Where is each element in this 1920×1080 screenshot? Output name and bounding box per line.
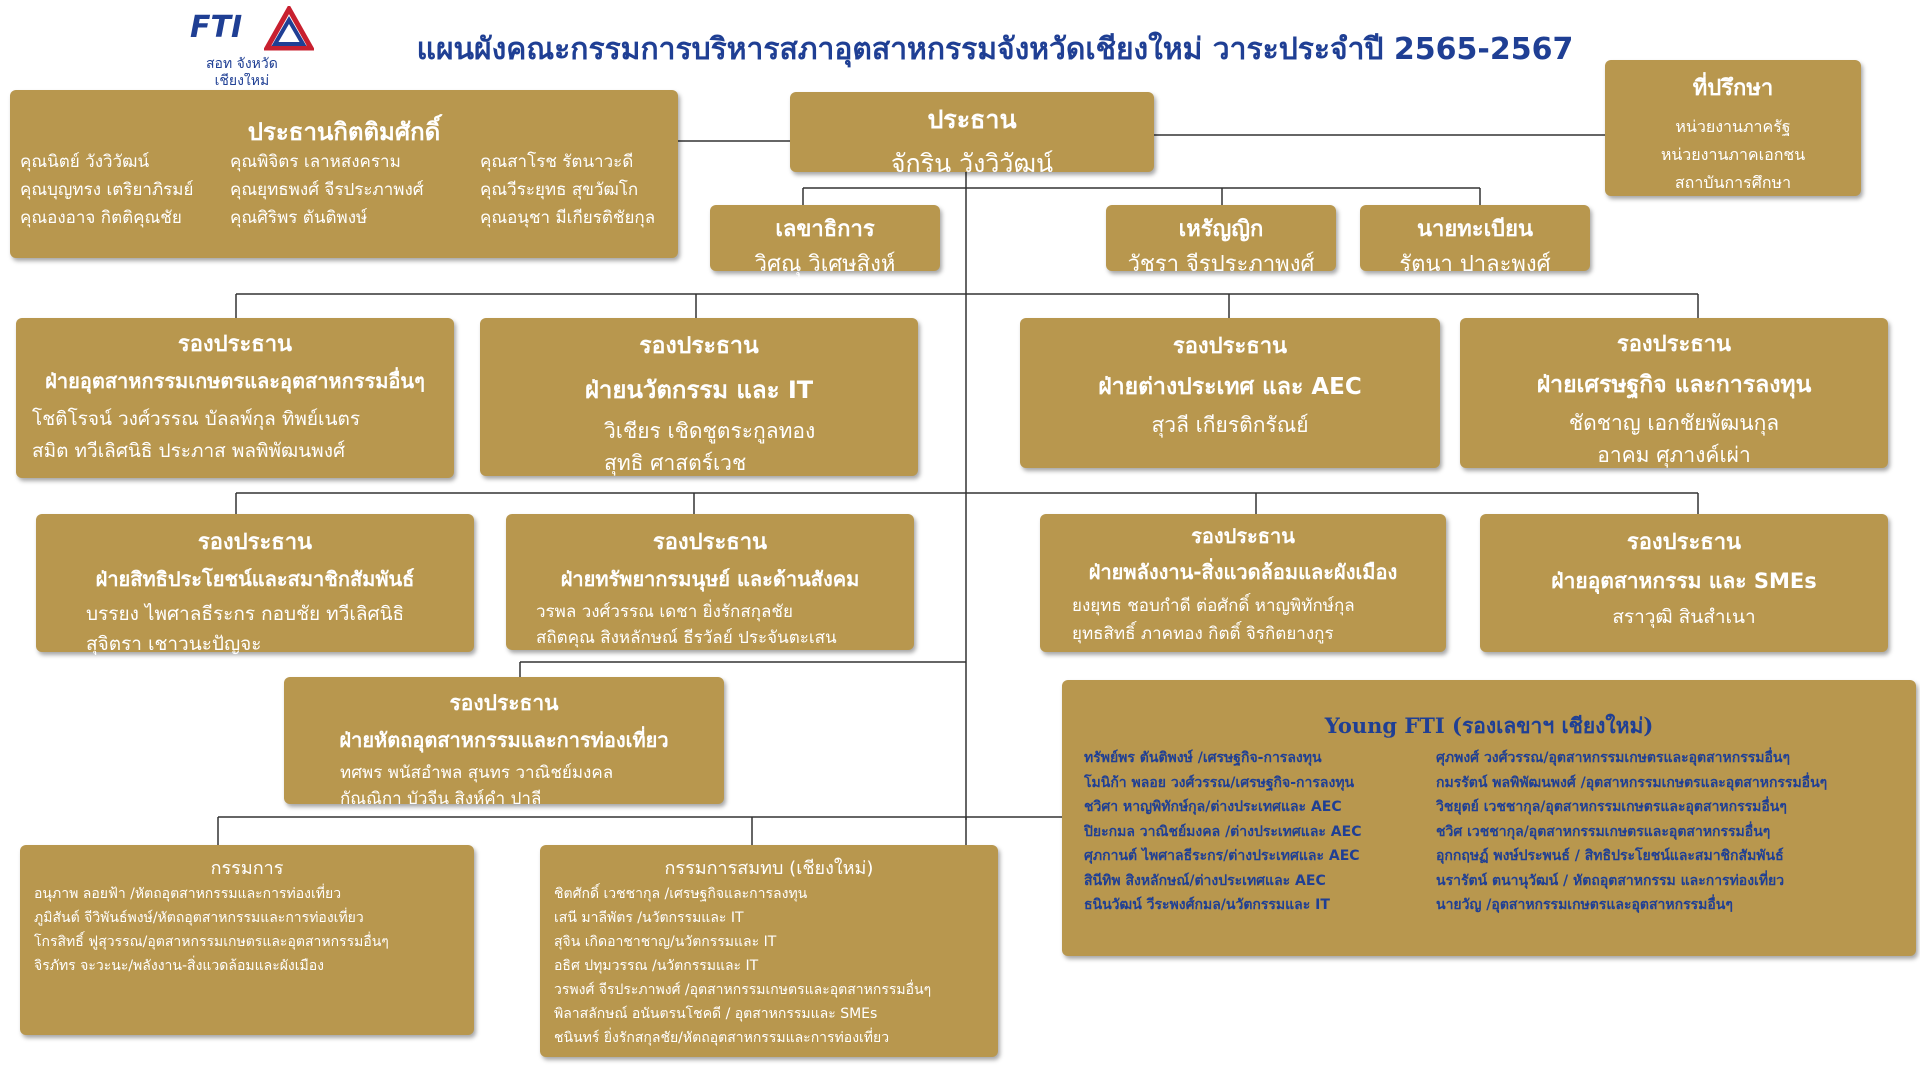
vp-handicraft-tourism-box: รองประธาน ฝ่ายหัตถอุตสาหกรรมและการท่องเท… [284,677,724,809]
president-box: ประธาน จักริน วังวิวัฒน์ [790,92,1154,178]
vp-department: ฝ่ายทรัพยากรมนุษย์ และด้านสังคม [560,567,860,591]
honorary-col-1: คุณนิตย์ วังวิวัฒน์ คุณบุญทรง เตริยาภิรม… [20,152,194,228]
logo-brand: FTI [190,10,243,45]
young-fti-title: Young FTI (รองเลขาฯ เชียงใหม่) [1324,713,1654,738]
vp-title: รองประธาน [652,530,768,555]
vp-members: วรพล วงศ์วรรณ เดชา ยิ่งรักสกุลชัย สถิตคุ… [536,602,837,648]
vp-members: สราวุฒิ สินสำเนา [1612,606,1756,628]
vp-members: บรรยง ไพศาลธีระกร กอบชัย ทวีเลิศนิธิ สุจ… [86,603,405,655]
vp-innovation-it-box: รองประธาน ฝ่ายนวัตกรรม และ IT วิเชียร เช… [480,318,918,476]
vp-foreign-aec-box: รองประธาน ฝ่ายต่างประเทศ และ AEC สุวลี เ… [1020,318,1440,468]
vp-economy-investment-box: รองประธาน ฝ่ายเศรษฐกิจ และการลงทุน ชัดชา… [1460,318,1888,468]
vp-title: รองประธาน [177,332,293,357]
vp-department: ฝ่ายอุตสาหกรรมเกษตรและอุตสาหกรรมอื่นๆ [45,369,425,393]
fti-triangle-icon [264,6,314,51]
secretary-box: เลขาธิการ วิศณุ วิเศษสิงห์ [710,205,940,277]
vp-members: วิเชียร เชิดชูตระกูลทอง สุทธิ ศาสตร์เวช [604,419,816,475]
vp-member-relations-box: รองประธาน ฝ่ายสิทธิประโยชน์และสมาชิกสัมพ… [36,514,474,655]
honorary-col-3: คุณสาโรช รัตนาวะดี คุณวีระยุทธ สุขวัฒโก … [480,152,656,228]
advisor-box: ที่ปรึกษา หน่วยงานภาครัฐ หน่วยงานภาคเอกช… [1605,60,1861,196]
associate-committee-box: กรรมการสมทบ (เชียงใหม่) ชิตศักดิ์ เวชชาก… [540,845,998,1057]
treasurer-title: เหรัญญิก [1178,217,1264,242]
vp-members: ชัดชาญ เอกชัยพัฒนกุล อาคม ศุภางค์เผ่า [1568,411,1780,467]
vp-title: รองประธาน [1626,530,1742,555]
honorary-president-box: ประธานกิตติมศักดิ์ คุณนิตย์ วังวิวัฒน์ ค… [10,90,678,258]
young-fti-box: Young FTI (รองเลขาฯ เชียงใหม่) ทรัพย์พร … [1062,680,1916,956]
fti-logo: FTI สอท จังหวัด เชียงใหม่ [186,2,316,90]
vp-members: สุวลี เกียรติกรัณย์ [1151,413,1309,437]
vp-department: ฝ่ายเศรษฐกิจ และการลงทุน [1536,372,1812,398]
president-title: ประธาน [927,105,1017,134]
vp-title: รองประธาน [1191,524,1295,548]
vp-agro-industry-box: รองประธาน ฝ่ายอุตสาหกรรมเกษตรและอุตสาหกร… [16,318,454,478]
vp-title: รองประธาน [1616,332,1732,357]
treasurer-box: เหรัญญิก วัชรา จีรประภาพงศ์ [1106,205,1336,277]
vp-title: รองประธาน [1172,334,1288,359]
vp-members: ยงยุทธ ชอบกำดี ต่อศักดิ์ หาญพิทักษ์กุล ย… [1072,596,1355,644]
vp-title: รองประธาน [197,530,313,555]
vp-title: รองประธาน [639,333,759,359]
president-name: จักริน วังวิวัฒน์ [890,149,1054,178]
young-fti-right-list: ศุภพงศ์ วงศ์วรรณ/อุตสาหกรรมเกษตรและอุตสา… [1436,750,1828,913]
vp-department: ฝ่ายหัตถอุตสาหกรรมและการท่องเที่ยว [339,728,669,752]
page-title: แผนผังคณะกรรมการบริหารสภาอุตสาหกรรมจังหว… [416,32,1574,67]
treasurer-name: วัชรา จีรประภาพงศ์ [1127,252,1315,277]
advisor-list: หน่วยงานภาครัฐ หน่วยงานภาคเอกชน สถาบันกา… [1660,117,1806,192]
logo-subtitle: สอท จังหวัด เชียงใหม่ [206,56,278,89]
vp-energy-environment-box: รองประธาน ฝ่ายพลังงาน-สิ่งแวดล้อมและผังเ… [1040,514,1446,652]
vp-department: ฝ่ายอุตสาหกรรม และ SMEs [1551,569,1817,593]
secretary-name: วิศณุ วิเศษสิงห์ [754,252,896,277]
vp-department: ฝ่ายพลังงาน-สิ่งแวดล้อมและผังเมือง [1088,560,1398,584]
honorary-title: ประธานกิตติมศักดิ์ [247,118,441,146]
vp-human-resource-box: รองประธาน ฝ่ายทรัพยากรมนุษย์ และด้านสังค… [506,514,914,650]
registrar-name: รัตนา ปาละพงศ์ [1399,252,1551,277]
vp-department: ฝ่ายต่างประเทศ และ AEC [1098,374,1362,400]
secretary-title: เลขาธิการ [775,217,875,242]
vp-members: ทศพร พนัสอำพล สุนทร วาณิชย์มงคล กัณณิกา … [340,763,614,809]
committee-list: อนุภาพ ลอยฟ้า /หัตถอุตสาหกรรมและการท่องเ… [34,886,389,974]
honorary-col-2: คุณพิจิตร เลาหสงคราม คุณยุทธพงศ์ จีรประภ… [230,152,424,228]
vp-department: ฝ่ายนวัตกรรม และ IT [584,376,814,404]
associate-title: กรรมการสมทบ (เชียงใหม่) [664,858,874,879]
registrar-title: นายทะเบียน [1416,217,1533,242]
registrar-box: นายทะเบียน รัตนา ปาละพงศ์ [1360,205,1590,277]
vp-department: ฝ่ายสิทธิประโยชน์และสมาชิกสัมพันธ์ [95,567,415,591]
advisor-title: ที่ปรึกษา [1692,76,1774,101]
associate-list: ชิตศักดิ์ เวชชากุล /เศรษฐกิจและการลงทุน … [554,886,932,1046]
vp-title: รองประธาน [449,691,559,715]
vp-industry-smes-box: รองประธาน ฝ่ายอุตสาหกรรม และ SMEs สราวุฒ… [1480,514,1888,652]
vp-members: โชติโรจน์ วงศ์วรรณ บัลลพ์กุล ทิพย์เนตร ส… [32,408,361,462]
committee-box: กรรมการ อนุภาพ ลอยฟ้า /หัตถอุตสาหกรรมและ… [20,845,474,1035]
committee-title: กรรมการ [210,858,284,879]
young-fti-left-list: ทรัพย์พร ตันติพงษ์ /เศรษฐกิจ-การลงทุน โม… [1084,750,1362,913]
